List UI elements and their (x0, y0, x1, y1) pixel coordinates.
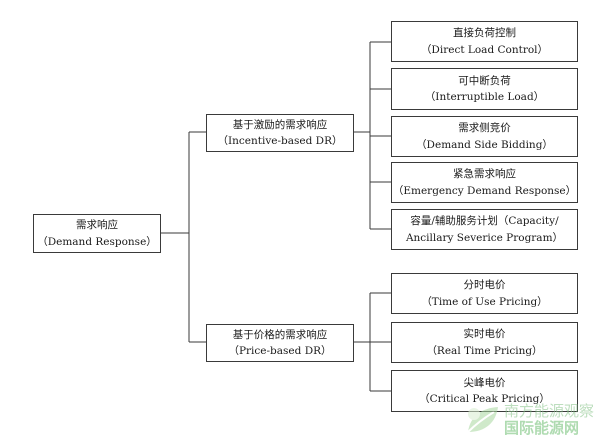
leaf-zh: 需求侧竞价 (458, 122, 511, 135)
leaf-zh: 直接负荷控制 (453, 27, 516, 40)
leaf-logo-icon (467, 406, 498, 433)
root-node: 需求响应 （Demand Response） (33, 214, 161, 253)
leaf-zh: 分时电价 (463, 279, 506, 292)
branch-incentive-en: （Incentive-based DR） (217, 135, 343, 147)
branch-incentive-zh: 基于激励的需求响应 (232, 118, 328, 131)
leaf-en: （Emergency Demand Response） (392, 184, 577, 197)
leaf-en: （Demand Side Bidding） (416, 138, 553, 151)
branch-price-en: （Price-based DR） (228, 345, 332, 357)
leaf-real-time-pricing: 实时电价 （Real Time Pricing） (391, 322, 578, 363)
root-node-en: （Demand Response） (37, 235, 157, 248)
root-node-zh: 需求响应 (76, 219, 118, 232)
leaf-capacity-ancillary-program: 容量/辅助服务计划（Capacity/ Ancillary Severice P… (391, 209, 578, 250)
branch-incentive-node: 基于激励的需求响应 （Incentive-based DR） (206, 114, 354, 152)
branch-price-node: 基于价格的需求响应 （Price-based DR） (206, 324, 354, 362)
leaf-zh: 实时电价 (463, 328, 506, 341)
leaf-interruptible-load: 可中断负荷 （Interruptible Load） (391, 68, 578, 110)
watermark: 南方能源观察 国际能源网 (464, 401, 594, 438)
leaf-en: （Real Time Pricing） (426, 344, 543, 357)
leaf-time-of-use-pricing: 分时电价 （Time of Use Pricing） (391, 273, 578, 314)
leaf-emergency-demand-response: 紧急需求响应 （Emergency Demand Response） (391, 162, 578, 203)
leaf-zh: 可中断负荷 (458, 74, 511, 87)
leaf-zh: 尖峰电价 (463, 376, 506, 389)
leaf-en: （Interruptible Load） (424, 91, 545, 103)
leaf-en: Ancillary Severice Program） (405, 231, 564, 244)
branch-price-zh: 基于价格的需求响应 (232, 328, 328, 341)
watermark-line1: 南方能源观察 (503, 401, 594, 420)
leaf-zh: 容量/辅助服务计划（Capacity/ (410, 215, 559, 228)
watermark-text: 南方能源观察 国际能源网 (503, 401, 594, 438)
leaf-en: （Direct Load Control） (420, 43, 549, 56)
watermark-line2: 国际能源网 (503, 418, 579, 437)
leaf-zh: 紧急需求响应 (453, 168, 516, 181)
leaf-en: （Time of Use Pricing） (421, 295, 548, 308)
leaf-direct-load-control: 直接负荷控制 （Direct Load Control） (391, 21, 578, 62)
leaf-critical-peak-pricing: 尖峰电价 （Critical Peak Pricing） (391, 370, 578, 412)
leaf-demand-side-bidding: 需求侧竞价 （Demand Side Bidding） (391, 116, 578, 157)
leaf-en: （Critical Peak Pricing） (419, 393, 550, 405)
